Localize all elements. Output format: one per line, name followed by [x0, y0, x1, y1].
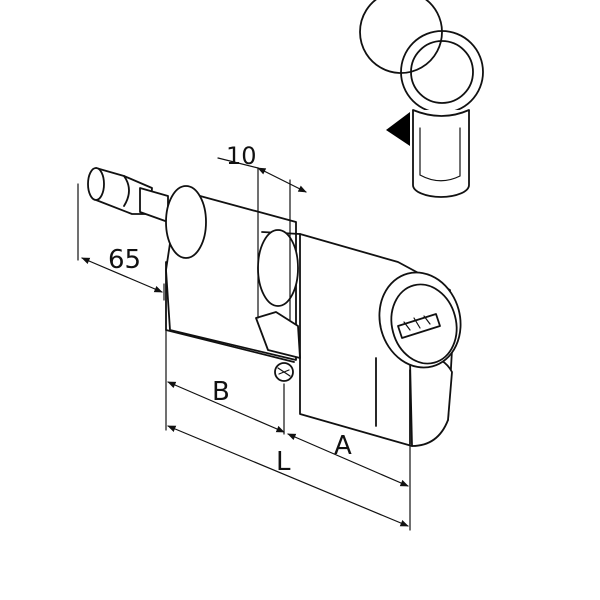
key-face	[378, 271, 462, 369]
dimension-label-l: L	[276, 447, 291, 477]
dimension-label-b: B	[212, 377, 230, 407]
center-cam	[255, 311, 301, 382]
thumb-turn-spindle	[87, 167, 169, 223]
dimension-label-a: A	[334, 431, 352, 461]
dimension-label-10: 10	[226, 142, 257, 170]
dimension-label-65: 65	[108, 245, 141, 275]
cylinder-profile-icon	[359, 0, 484, 198]
cam-marker-icon	[386, 112, 410, 146]
dimension-lines	[77, 157, 411, 531]
